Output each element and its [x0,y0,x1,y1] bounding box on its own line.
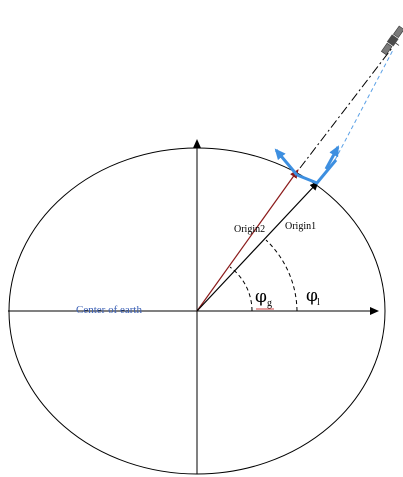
phi-l-symbol: φ [306,286,318,306]
phi-l-subscript: l [317,297,320,308]
origin1-label: Origin1 [285,221,316,232]
satellite-icon [380,25,403,56]
center-of-earth-label: Center of earth [76,304,142,316]
phi-g-arc [229,266,253,312]
origin2-label: Origin2 [234,224,265,235]
local-frame-arrow-up [324,145,340,170]
phi-g-symbol: φ [255,287,267,307]
origin2-vector [196,169,299,312]
phi-l-arc [265,239,298,312]
local-frame-base [296,159,338,185]
phi-g-subscript: g [267,298,272,309]
local-frame-arrow-left [274,148,299,176]
local-line-of-sight [334,49,394,161]
line-of-sight [299,47,393,169]
origin1-vector [196,181,319,312]
